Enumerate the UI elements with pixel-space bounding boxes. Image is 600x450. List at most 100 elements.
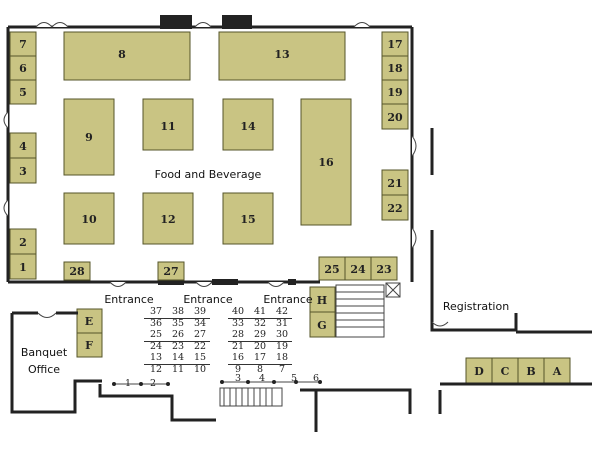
booth-15-label: 15 xyxy=(240,213,255,226)
table-number-16[interactable]: 16 xyxy=(232,352,244,363)
table-number-36[interactable]: 36 xyxy=(150,318,162,329)
booth-27-label: 27 xyxy=(163,265,178,278)
table-number-29[interactable]: 29 xyxy=(254,329,266,340)
booth-13-label: 13 xyxy=(274,48,289,61)
booth-9[interactable] xyxy=(63,98,115,176)
booth-1-label: 1 xyxy=(19,261,27,274)
booth-3[interactable] xyxy=(9,157,37,184)
booth-4[interactable] xyxy=(9,132,37,159)
booth-27[interactable] xyxy=(157,261,185,281)
booth-17-label: 17 xyxy=(387,38,402,51)
booths xyxy=(9,31,571,385)
booth-C-label: C xyxy=(501,365,510,378)
table-number-35[interactable]: 35 xyxy=(172,318,184,329)
table-number-23[interactable]: 23 xyxy=(172,341,184,352)
booth-23-label: 23 xyxy=(376,263,391,276)
booth-28[interactable] xyxy=(63,261,91,281)
booth-23[interactable] xyxy=(370,256,398,281)
table-number-18[interactable]: 18 xyxy=(276,352,288,363)
table-number-7[interactable]: 7 xyxy=(279,364,285,375)
lobby-walls xyxy=(10,128,592,432)
table-number-27[interactable]: 27 xyxy=(194,329,206,340)
table-number-11[interactable]: 11 xyxy=(172,364,184,375)
entrance-center-label: Entrance xyxy=(183,293,233,306)
bottom-wall-block-3 xyxy=(288,279,296,285)
lobby-number-1: 1 xyxy=(125,378,131,389)
table-number-19[interactable]: 19 xyxy=(276,341,288,352)
booth-15[interactable] xyxy=(222,192,274,245)
booth-8[interactable] xyxy=(63,31,191,81)
table-number-21[interactable]: 21 xyxy=(232,341,244,352)
table-number-24[interactable]: 24 xyxy=(150,341,162,352)
booth-6[interactable] xyxy=(9,55,37,81)
booth-5[interactable] xyxy=(9,79,37,105)
bottom-wall-block-2 xyxy=(212,279,238,285)
booth-2[interactable] xyxy=(9,228,37,255)
table-number-13[interactable]: 13 xyxy=(150,352,162,363)
booth-18[interactable] xyxy=(381,55,409,81)
booth-H-label: H xyxy=(317,294,327,307)
booth-F[interactable] xyxy=(76,332,103,358)
booth-12-label: 12 xyxy=(160,213,175,226)
bottom-wall-block-1 xyxy=(158,279,184,285)
table-number-12[interactable]: 12 xyxy=(150,364,162,375)
booth-E-label: E xyxy=(85,315,93,328)
table-number-14[interactable]: 14 xyxy=(172,352,184,363)
booth-G-label: G xyxy=(317,319,326,332)
booth-28-label: 28 xyxy=(69,265,85,278)
booth-F-label: F xyxy=(85,339,93,352)
table-number-33[interactable]: 33 xyxy=(232,318,244,329)
table-number-25[interactable]: 25 xyxy=(150,329,162,340)
table-number-41[interactable]: 41 xyxy=(254,306,266,317)
booth-5-label: 5 xyxy=(19,86,27,99)
table-number-38[interactable]: 38 xyxy=(172,306,184,317)
booth-20-label: 20 xyxy=(387,111,403,124)
lobby-number-4: 4 xyxy=(259,373,265,384)
wall-column-right xyxy=(222,15,252,29)
table-number-37[interactable]: 37 xyxy=(150,306,162,317)
booth-17[interactable] xyxy=(381,31,409,57)
table-number-9[interactable]: 9 xyxy=(235,364,241,375)
booth-22[interactable] xyxy=(381,194,409,221)
entrance-labels: Entrance Entrance Entrance xyxy=(104,293,313,306)
table-number-15[interactable]: 15 xyxy=(194,352,206,363)
booth-11[interactable] xyxy=(142,98,194,151)
booth-12[interactable] xyxy=(142,192,194,245)
table-number-42[interactable]: 42 xyxy=(276,306,288,317)
booth-1[interactable] xyxy=(9,253,37,280)
stairs-right xyxy=(335,282,401,338)
table-number-17[interactable]: 17 xyxy=(254,352,266,363)
table-number-30[interactable]: 30 xyxy=(276,329,288,340)
booth-16[interactable] xyxy=(300,98,352,226)
booth-19[interactable] xyxy=(381,79,409,105)
booth-7[interactable] xyxy=(9,31,37,57)
booth-H[interactable] xyxy=(309,286,336,313)
table-number-8[interactable]: 8 xyxy=(257,364,263,375)
table-number-39[interactable]: 39 xyxy=(194,306,206,317)
booth-6-label: 6 xyxy=(19,62,27,75)
table-number-31[interactable]: 31 xyxy=(276,318,288,329)
booth-10[interactable] xyxy=(63,192,115,245)
table-number-32[interactable]: 32 xyxy=(254,318,266,329)
booth-19-label: 19 xyxy=(387,86,402,99)
booth-14[interactable] xyxy=(222,98,274,151)
booth-20[interactable] xyxy=(381,103,409,130)
booth-G[interactable] xyxy=(309,311,336,338)
table-number-20[interactable]: 20 xyxy=(254,341,266,352)
table-number-34[interactable]: 34 xyxy=(194,318,206,329)
wall-column-left xyxy=(160,15,192,29)
food-beverage-label: Food and Beverage xyxy=(155,168,262,181)
table-number-40[interactable]: 40 xyxy=(232,306,244,317)
table-number-26[interactable]: 26 xyxy=(172,329,184,340)
table-number-10[interactable]: 10 xyxy=(194,364,206,375)
booth-9-label: 9 xyxy=(85,131,93,144)
table-number-28[interactable]: 28 xyxy=(232,329,244,340)
booth-10-label: 10 xyxy=(81,213,97,226)
table-number-22[interactable]: 22 xyxy=(194,341,206,352)
lobby-door-swings xyxy=(37,312,449,327)
booth-3-label: 3 xyxy=(19,165,27,178)
lobby-number-6: 6 xyxy=(313,373,319,384)
booth-13[interactable] xyxy=(218,31,346,81)
booth-4-label: 4 xyxy=(19,140,27,153)
